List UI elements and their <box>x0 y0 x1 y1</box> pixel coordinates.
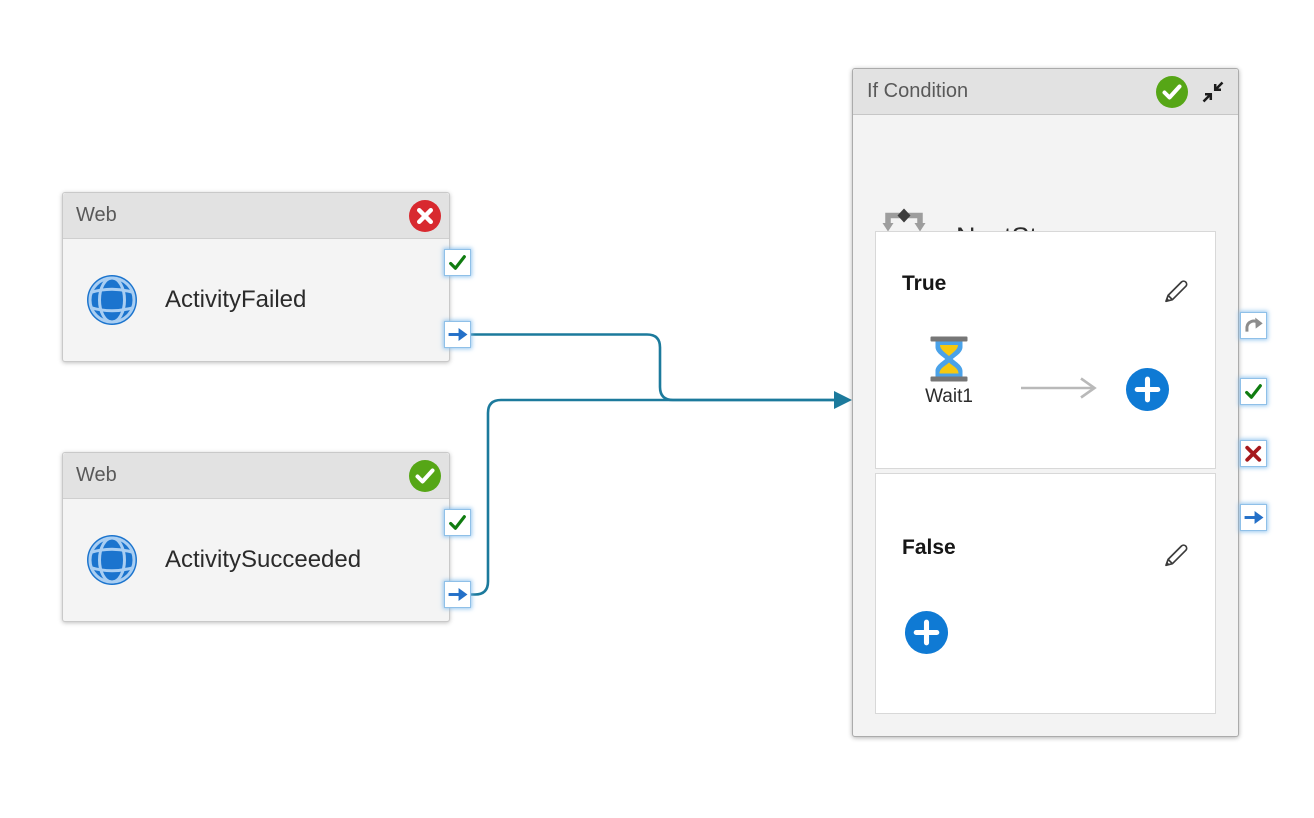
gray-curved-arrow-icon <box>1243 315 1264 336</box>
activity-type-label: If Condition <box>867 80 969 102</box>
connector-activitysucceeded-to-nextstep <box>471 398 836 596</box>
activity-node-if-condition[interactable]: If Condition NextStep True Wait1 False <box>852 68 1239 737</box>
connector-activityfailed-to-nextstep <box>471 333 836 402</box>
true-branch-label: True <box>902 272 947 295</box>
wait-activity-name: Wait1 <box>925 386 973 407</box>
sequence-arrow-icon <box>1021 377 1097 399</box>
pencil-icon[interactable] <box>1161 276 1191 306</box>
blue-arrow-icon <box>447 584 468 605</box>
port-failure-nextstep[interactable] <box>1240 440 1267 467</box>
false-branch-panel: False <box>875 473 1216 714</box>
blue-arrow-icon <box>447 324 468 345</box>
error-circle-icon <box>409 200 441 232</box>
blue-arrow-icon <box>1243 507 1264 528</box>
port-success-nextstep[interactable] <box>1240 378 1267 405</box>
activity-header: Web <box>63 453 449 499</box>
port-completion-activityfailed[interactable] <box>444 321 471 348</box>
activity-body: ActivityFailed <box>63 239 449 360</box>
activity-header: Web <box>63 193 449 239</box>
activity-name: ActivityFailed <box>165 285 307 313</box>
green-check-icon <box>447 512 468 533</box>
add-activity-button[interactable] <box>904 610 949 655</box>
activity-node-web-succeeded[interactable]: Web ActivitySucceeded <box>62 452 450 622</box>
port-success-activitysucceeded[interactable] <box>444 509 471 536</box>
green-check-icon <box>447 252 468 273</box>
red-x-icon <box>1243 443 1264 464</box>
success-circle-icon <box>409 460 441 492</box>
port-skipped-nextstep[interactable] <box>1240 312 1267 339</box>
collapse-diagonal-arrows-icon[interactable] <box>1201 80 1225 104</box>
hourglass-icon <box>927 336 971 382</box>
globe-icon <box>84 532 140 588</box>
activity-type-label: Web <box>76 464 117 486</box>
false-branch-label: False <box>902 536 956 559</box>
port-success-activityfailed[interactable] <box>444 249 471 276</box>
if-condition-header: If Condition <box>853 69 1238 115</box>
true-branch-panel: True Wait1 <box>875 231 1216 469</box>
activity-type-label: Web <box>76 204 117 226</box>
wait-activity[interactable]: Wait1 <box>901 336 997 408</box>
port-completion-nextstep[interactable] <box>1240 504 1267 531</box>
pencil-icon[interactable] <box>1161 540 1191 570</box>
activity-body: ActivitySucceeded <box>63 499 449 620</box>
activity-name: ActivitySucceeded <box>165 545 362 573</box>
globe-icon <box>84 272 140 328</box>
green-check-icon <box>1243 381 1264 402</box>
activity-node-web-failed[interactable]: Web ActivityFailed <box>62 192 450 362</box>
add-activity-button[interactable] <box>1125 367 1170 412</box>
port-completion-activitysucceeded[interactable] <box>444 581 471 608</box>
connector-arrowhead-icon <box>834 391 852 409</box>
success-circle-icon <box>1156 76 1188 108</box>
